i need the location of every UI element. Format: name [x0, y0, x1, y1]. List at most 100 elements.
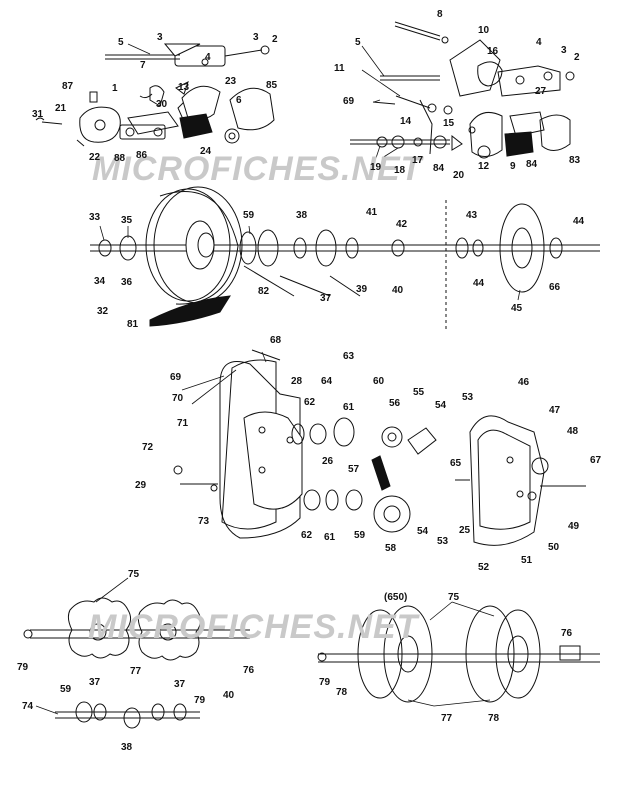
track-drive-shaft-650	[317, 605, 600, 703]
callout-63: 63	[343, 351, 355, 362]
callout-37: 37	[320, 293, 332, 304]
callout-10: 10	[478, 25, 490, 36]
callout-16: 16	[487, 46, 499, 57]
callout-leader-lines	[35, 43, 521, 715]
callout-86: 86	[136, 150, 148, 161]
callout-81: 81	[127, 319, 139, 330]
callout-53: 53	[437, 536, 449, 547]
callout-78: 78	[336, 687, 348, 698]
callout-8: 8	[437, 9, 443, 20]
callout-15: 15	[443, 118, 455, 129]
callout-79: 79	[194, 695, 206, 706]
callout-11: 11	[334, 63, 345, 74]
callout-73: 73	[198, 516, 210, 527]
callout-69: 69	[170, 372, 182, 383]
callout-67: 67	[590, 455, 602, 466]
callout-75: 75	[448, 592, 460, 603]
callout-31: 31	[32, 109, 44, 120]
callout-21: 21	[55, 103, 67, 114]
callout-40: 40	[223, 690, 235, 701]
callout-25: 25	[459, 525, 471, 536]
watermark-bottom: MICROFICHES.NET	[88, 608, 419, 646]
callout-19: 19	[370, 162, 382, 173]
callout-54: 54	[435, 400, 447, 411]
callout-27: 27	[535, 86, 547, 97]
callout-43: 43	[466, 210, 478, 221]
variant-label: (650)	[384, 592, 408, 603]
track-drive-shaft-left	[23, 597, 250, 729]
callout-37: 37	[89, 677, 101, 688]
callout-6: 6	[236, 95, 242, 106]
callout-32: 32	[97, 306, 109, 317]
callout-53: 53	[462, 392, 474, 403]
callout-5: 5	[355, 37, 361, 48]
callout-70: 70	[172, 393, 184, 404]
callout-83: 83	[569, 155, 581, 166]
callout-3: 3	[157, 32, 163, 43]
callout-79: 79	[319, 677, 331, 688]
callout-77: 77	[441, 713, 453, 724]
callout-50: 50	[548, 542, 560, 553]
callout-3: 3	[561, 45, 567, 56]
callout-68: 68	[270, 335, 282, 346]
callout-38: 38	[121, 742, 133, 753]
callout-30: 30	[156, 99, 168, 110]
callout-20: 20	[453, 170, 465, 181]
callout-33: 33	[89, 212, 101, 223]
top-right-lever-assembly	[350, 21, 575, 159]
callout-59: 59	[354, 530, 366, 541]
callout-59: 59	[60, 684, 72, 695]
callout-12: 12	[478, 161, 490, 172]
callout-78: 78	[488, 713, 500, 724]
callout-64: 64	[321, 376, 333, 387]
callout-41: 41	[366, 207, 378, 218]
callout-18: 18	[394, 165, 406, 176]
callout-4: 4	[536, 37, 542, 48]
callout-57: 57	[348, 464, 360, 475]
callout-51: 51	[521, 555, 533, 566]
callout-39: 39	[356, 284, 368, 295]
callout-48: 48	[567, 426, 579, 437]
callout-2: 2	[272, 34, 278, 45]
callout-58: 58	[385, 543, 397, 554]
callout-62: 62	[301, 530, 313, 541]
watermark-top: MICROFICHES.NET	[92, 150, 423, 188]
callout-79: 79	[17, 662, 29, 673]
callout-42: 42	[396, 219, 408, 230]
callout-65: 65	[450, 458, 462, 469]
callout-82: 82	[258, 286, 270, 297]
callout-36: 36	[121, 277, 133, 288]
callout-3: 3	[253, 32, 259, 43]
callout-56: 56	[389, 398, 401, 409]
callout-29: 29	[135, 480, 147, 491]
callout-54: 54	[417, 526, 429, 537]
callout-7: 7	[140, 60, 146, 71]
callout-75: 75	[128, 569, 140, 580]
callout-28: 28	[291, 376, 303, 387]
callout-26: 26	[322, 456, 334, 467]
callout-61: 61	[324, 532, 336, 543]
callout-17: 17	[412, 155, 424, 166]
callout-69: 69	[343, 96, 355, 107]
callout-23: 23	[225, 76, 237, 87]
callout-87: 87	[62, 81, 74, 92]
callout-37: 37	[174, 679, 186, 690]
callout-62: 62	[304, 397, 316, 408]
callout-77: 77	[130, 666, 142, 677]
callout-24: 24	[200, 146, 212, 157]
callout-52: 52	[478, 562, 490, 573]
drive-clutch-assembly	[90, 186, 600, 330]
callout-44: 44	[473, 278, 485, 289]
callout-84: 84	[526, 159, 538, 170]
callout-13: 13	[178, 82, 190, 93]
callout-44: 44	[573, 216, 585, 227]
callout-35: 35	[121, 215, 133, 226]
callout-38: 38	[296, 210, 308, 221]
callout-34: 34	[94, 276, 106, 287]
callout-71: 71	[177, 418, 189, 429]
callout-1: 1	[112, 83, 118, 94]
callout-66: 66	[549, 282, 561, 293]
callout-76: 76	[561, 628, 573, 639]
callout-84: 84	[433, 163, 445, 174]
callout-47: 47	[549, 405, 561, 416]
